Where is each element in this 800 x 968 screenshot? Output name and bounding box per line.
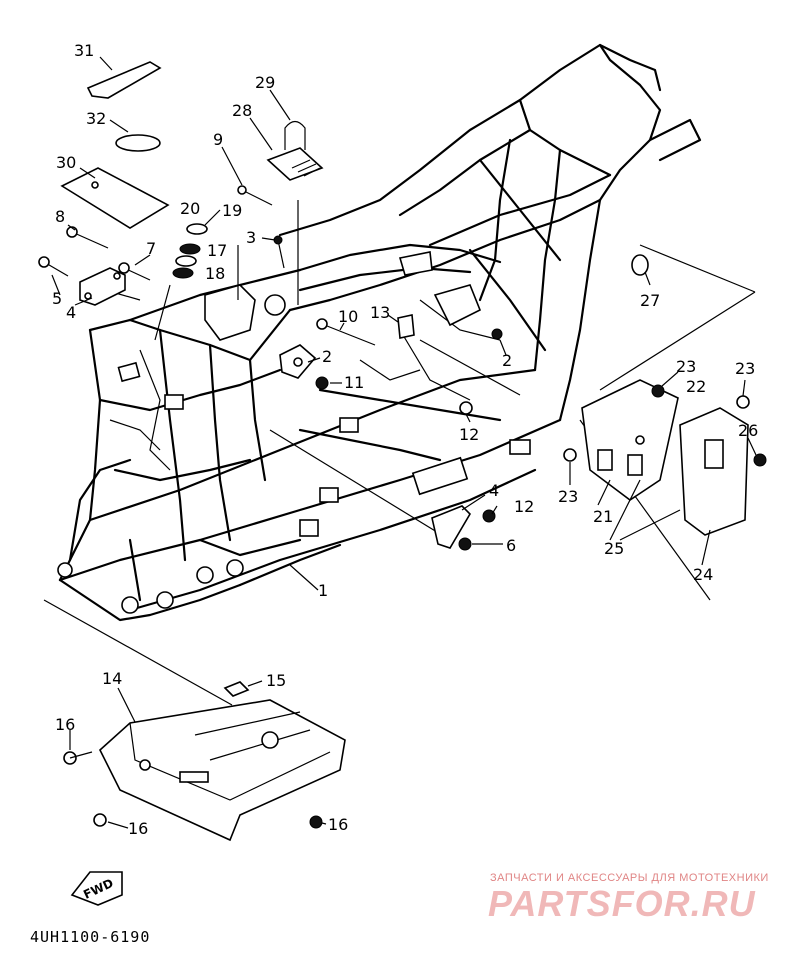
callout-2-right: 2 — [502, 351, 512, 370]
bolt-9 — [237, 185, 273, 206]
part-28-29-clamp — [266, 120, 324, 181]
drawing-code: 4UH1100-6190 — [30, 928, 151, 946]
callout-12-top: 12 — [459, 425, 479, 444]
main-frame — [57, 43, 702, 622]
callout-7: 7 — [146, 239, 156, 258]
callout-16-left: 16 — [55, 715, 75, 734]
nut-12-top — [459, 401, 473, 415]
callout-19: 19 — [222, 201, 242, 220]
callout-labels: 31 32 30 29 28 9 20 19 17 18 3 8 7 5 4 1… — [52, 41, 758, 838]
skid-plate-14 — [99, 699, 346, 842]
callout-31: 31 — [74, 41, 94, 60]
leader-lines — [51, 56, 757, 829]
bracket-4-low — [431, 505, 472, 549]
bolt-5 — [38, 256, 69, 277]
callout-20: 20 — [180, 199, 200, 218]
part-31-seal — [86, 61, 162, 99]
nut-11 — [315, 376, 329, 390]
callout-5: 5 — [52, 289, 62, 308]
bolt-10 — [316, 318, 376, 346]
callout-28: 28 — [232, 101, 252, 120]
callout-1: 1 — [318, 581, 328, 600]
callout-4-top: 4 — [66, 303, 76, 322]
nut-2-right — [491, 328, 503, 340]
callout-21: 21 — [593, 507, 613, 526]
battery-cover-24 — [679, 407, 749, 536]
callout-23-right: 23 — [735, 359, 755, 378]
callout-15: 15 — [266, 671, 286, 690]
bolt-3 — [273, 235, 285, 269]
bracket-2-left — [279, 344, 317, 379]
grommet-27 — [631, 254, 649, 276]
callout-8: 8 — [55, 207, 65, 226]
callout-16-bottom: 16 — [128, 819, 148, 838]
callout-29: 29 — [255, 73, 275, 92]
callout-14: 14 — [102, 669, 122, 688]
callout-2-left: 2 — [322, 347, 332, 366]
callout-30: 30 — [56, 153, 76, 172]
fwd-arrow-icon: FWD — [70, 871, 123, 906]
part-30-plate — [60, 167, 170, 229]
callout-16-right: 16 — [328, 815, 348, 834]
callout-11: 11 — [344, 373, 364, 392]
part-32-disc — [115, 134, 161, 152]
mount-13 — [397, 314, 415, 339]
nut-6 — [458, 537, 472, 551]
callout-24: 24 — [693, 565, 713, 584]
bracket-4-top — [79, 267, 126, 306]
washers-17-20 — [172, 223, 208, 279]
callout-23-top: 23 — [676, 357, 696, 376]
callout-27: 27 — [640, 291, 660, 310]
bolts-16 — [63, 751, 323, 829]
callout-17: 17 — [207, 241, 227, 260]
callout-13: 13 — [370, 303, 390, 322]
watermark-subtitle: ЗАПЧАСТИ И АКСЕССУАРЫ ДЛЯ МОТОТЕХНИКИ — [490, 872, 769, 884]
callout-32: 32 — [86, 109, 106, 128]
callout-9: 9 — [213, 130, 223, 149]
callout-25: 25 — [604, 539, 624, 558]
callout-10: 10 — [338, 307, 358, 326]
bolts-23-26 — [563, 384, 767, 467]
battery-box-21 — [581, 379, 679, 501]
callout-3: 3 — [246, 228, 256, 247]
callout-12-low: 12 — [514, 497, 534, 516]
bolt-8 — [66, 226, 109, 249]
callout-22: 22 — [686, 377, 706, 396]
label-15 — [223, 681, 250, 697]
callout-18: 18 — [205, 264, 225, 283]
callout-26: 26 — [738, 421, 758, 440]
callout-6: 6 — [506, 536, 516, 555]
watermark-logo: PARTSFOR.RU — [488, 883, 756, 924]
callout-4-low: 4 — [489, 481, 499, 500]
callout-23-left: 23 — [558, 487, 578, 506]
bolt-7 — [118, 262, 151, 281]
